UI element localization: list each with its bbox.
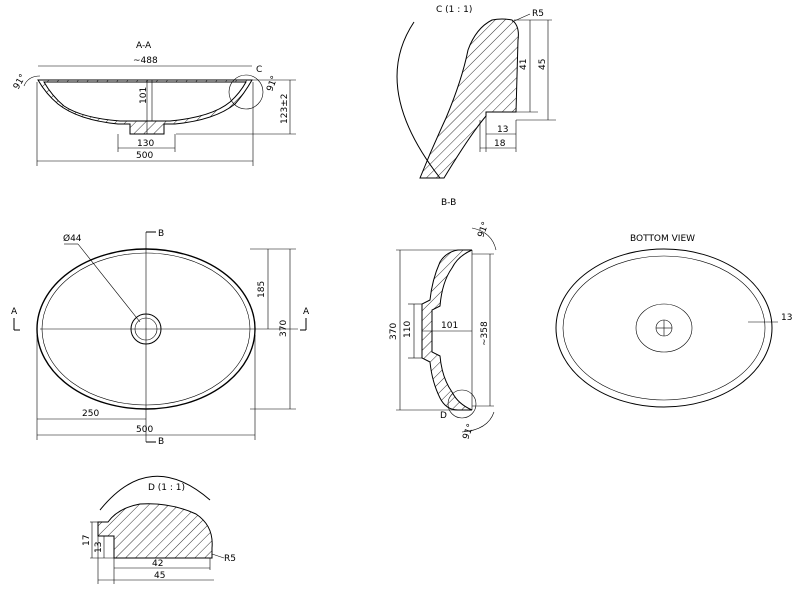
detail-c-18: 18 — [494, 139, 506, 149]
aa-top-width: ~488 — [133, 56, 158, 66]
bb-inner: ~358 — [480, 321, 490, 346]
aa-detail-c-ref: C — [256, 65, 262, 75]
detail-c-view: C (1 : 1) 41 45 R5 13 18 — [396, 5, 556, 179]
detail-d-42: 42 — [152, 559, 163, 569]
plan-hole-dia: Ø44 — [63, 233, 82, 244]
detail-c-title: C (1 : 1) — [436, 5, 472, 15]
detail-c-radius: R5 — [532, 9, 544, 19]
plan-mark-b-bottom: B — [158, 437, 164, 447]
plan-mark-b-top: B — [158, 229, 164, 239]
detail-d-45: 45 — [154, 571, 165, 581]
aa-overall: 500 — [136, 151, 153, 161]
section-bb-title: B-B — [441, 198, 456, 208]
section-bb-view: B-B 370 110 101 ~358 91° 91° D — [389, 198, 497, 441]
plan-height: 370 — [279, 320, 289, 337]
bb-depth: 101 — [441, 321, 458, 331]
bb-detail-d-ref: D — [440, 411, 447, 421]
bottom-view-title: BOTTOM VIEW — [630, 234, 695, 244]
detail-c-13: 13 — [497, 125, 508, 135]
section-aa-title: A-A — [136, 41, 152, 51]
plan-half-height: 185 — [257, 281, 267, 298]
detail-c-45: 45 — [538, 59, 548, 70]
detail-c-section — [419, 18, 519, 179]
bottom-rim: 13 — [781, 313, 792, 323]
plan-mark-a-left: A — [11, 307, 18, 317]
aa-height: 123±2 — [280, 94, 290, 124]
detail-d-13: 13 — [94, 542, 104, 553]
aa-depth: 101 — [139, 87, 149, 104]
detail-d-radius: R5 — [224, 554, 236, 564]
bb-drain: 110 — [403, 321, 413, 338]
plan-view: Ø44 185 370 250 500 A A B B — [11, 229, 310, 447]
detail-d-view: D (1 : 1) 17 13 42 45 R5 — [82, 475, 236, 584]
detail-d-17: 17 — [82, 535, 92, 546]
aa-angle-right: 91° — [265, 75, 280, 93]
bb-angle-bottom: 91° — [461, 423, 476, 441]
bottom-view: BOTTOM VIEW 13 — [555, 234, 792, 408]
plan-half-width: 250 — [82, 409, 99, 419]
detail-c-41: 41 — [519, 59, 529, 70]
bb-overall: 370 — [389, 323, 399, 340]
aa-drain: 130 — [137, 139, 154, 149]
detail-d-section — [97, 503, 213, 559]
section-aa-view: A-A ~488 101 130 500 123±2 91° 91° C — [12, 41, 296, 166]
plan-mark-a-right: A — [303, 307, 310, 317]
plan-width: 500 — [136, 425, 153, 435]
section-aa-profile — [37, 79, 253, 135]
detail-d-title: D (1 : 1) — [148, 483, 185, 493]
